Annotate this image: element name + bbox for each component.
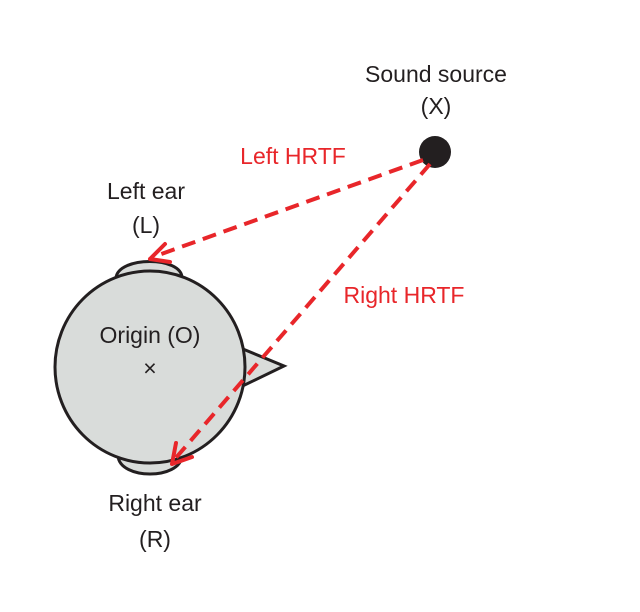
right-ear-label: Right ear <box>108 490 202 516</box>
origin-label: Origin (O) <box>100 322 201 348</box>
left-ear-symbol: (L) <box>132 212 160 238</box>
right-hrtf-label: Right HRTF <box>344 282 465 308</box>
left-hrtf-path <box>152 158 424 259</box>
right-ear-symbol: (R) <box>139 526 171 552</box>
sound-source-symbol: (X) <box>421 93 452 119</box>
origin-marker: × <box>143 355 156 381</box>
left-hrtf-label: Left HRTF <box>240 143 346 169</box>
sound-source-label: Sound source <box>365 61 507 87</box>
sound-source-dot <box>419 136 451 168</box>
head <box>53 269 247 465</box>
right-hrtf-arrowhead <box>170 441 194 466</box>
left-ear-label: Left ear <box>107 178 185 204</box>
left-hrtf-arrowhead <box>148 242 172 264</box>
